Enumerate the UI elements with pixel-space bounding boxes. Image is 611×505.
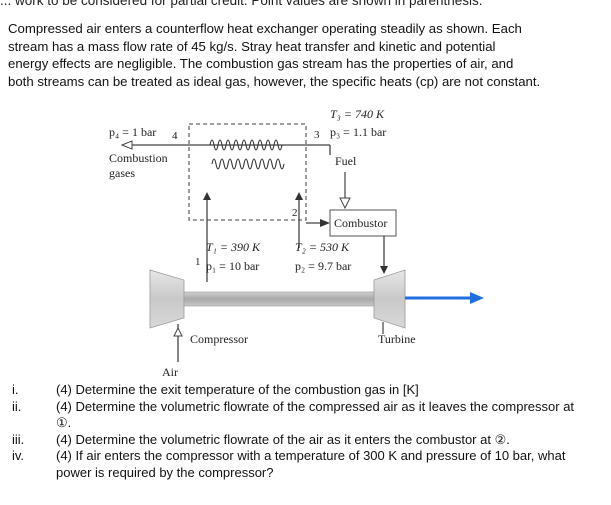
question-item: i. (4) Determine the exit temperature of… [0,382,611,399]
p2-label: p₂ = 9.7 bar [295,259,351,273]
cut-off-header-text: ... work to be considered for partial cr… [0,0,483,8]
t2-label: T₂ = 530 K [295,240,350,254]
heat-exchanger-box [188,123,307,221]
question-item: iii. (4) Determine the volumetric flowra… [0,432,611,449]
intro-line: both streams can be treated as ideal gas… [8,73,541,89]
question-text: (4) Determine the volumetric flowrate of… [56,398,575,431]
intro-line: Compressed air enters a counterflow heat… [8,21,522,36]
question-item: ii. (4) Determine the volumetric flowrat… [0,399,611,432]
gases-label: gases [109,166,135,180]
heat-exchanger-diagram: T₃ = 740 K 3 p₃ = 1.1 bar p₄ = 1 bar 4 C… [109,107,484,379]
p1-label: p₁ = 10 bar [206,259,259,273]
state-4-label: 4 [172,130,178,142]
air-inlet-arrow [173,326,183,337]
p4-label: p₄ = 1 bar [109,125,156,139]
turbine-body [373,269,406,329]
state-3-label: 3 [314,129,320,141]
gas-exit-arrow [120,140,133,150]
state-1-label: 1 [195,256,201,268]
fuel-label: Fuel [335,154,357,168]
question-text: (4) Determine the exit temperature of th… [56,382,419,397]
question-text: (4) If air enters the compressor with a … [56,448,566,480]
t3-label: T₃ = 740 K [330,107,385,121]
problem-statement: Compressed air enters a counterflow heat… [8,20,598,90]
fuel-arrow [339,197,351,210]
combustor-label: Combustor [334,216,387,230]
question-number: iv. [12,448,25,463]
heat-exchanger-coil-upper [209,139,283,151]
question-item: iv. (4) If air enters the compressor wit… [0,448,611,481]
compressor-outlet-arrow [203,192,211,200]
shaft [183,291,375,307]
turbine-label: Turbine [378,332,416,346]
intro-line: energy effects are negligible. The combu… [8,56,514,71]
power-output-arrow [470,292,484,304]
question-number: iii. [12,431,25,447]
combustion-label: Combustion [109,151,168,165]
question-number: i. [12,382,19,397]
exhaust-riser-arrow [295,192,303,200]
question-number: ii. [12,398,22,414]
heat-exchanger-coil-lower [211,158,285,170]
turbine-inlet-arrow [380,266,388,274]
p3-label: p₃ = 1.1 bar [330,125,386,139]
state-2-label: 2 [292,207,298,219]
t1-label: T₁ = 390 K [206,240,261,254]
compressor-body [149,269,185,329]
intro-line: stream has a mass flow rate of 45 kg/s. … [8,38,496,54]
air-label: Air [162,365,178,379]
air-to-combustor-arrow [320,219,330,227]
question-list: i. (4) Determine the exit temperature of… [0,382,611,481]
combustor-box [329,209,397,237]
question-text: (4) Determine the volumetric flowrate of… [56,431,510,447]
compressor-label: Compressor [190,332,248,346]
